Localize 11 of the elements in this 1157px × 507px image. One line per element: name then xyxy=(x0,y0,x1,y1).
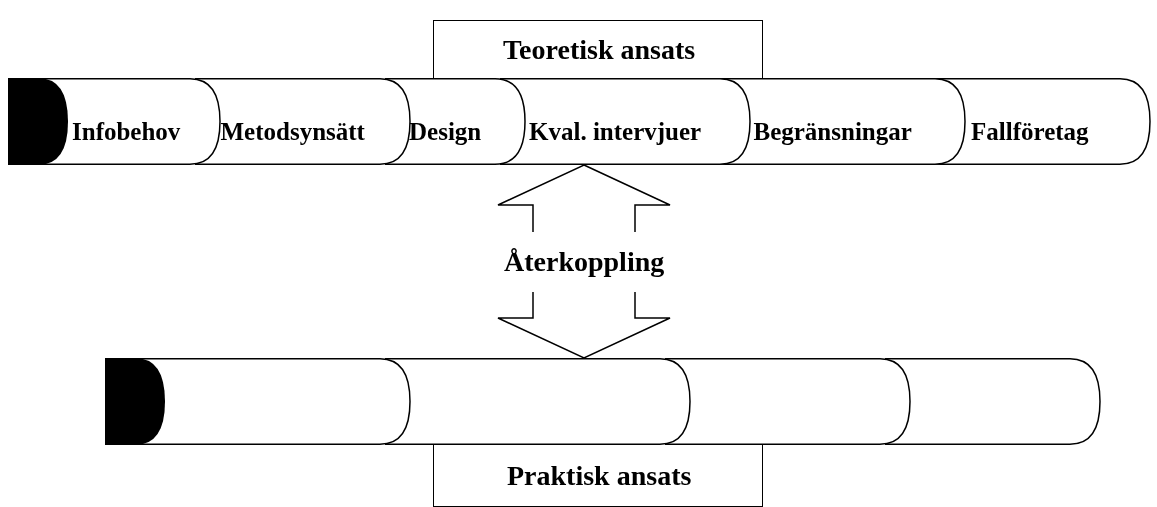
segment-label: Metodsynsätt xyxy=(220,119,365,144)
segment-label: Fallföretag xyxy=(971,119,1089,144)
segment-label: Design xyxy=(409,119,482,144)
segment-label: Kval. intervjuer xyxy=(529,119,702,144)
heading-tab xyxy=(433,445,763,507)
heading-text: Praktisk ansats xyxy=(507,462,692,490)
heading-text: Teoretisk ansats xyxy=(503,36,696,64)
heading-tab xyxy=(433,20,763,78)
segment-label: Begränsningar xyxy=(753,119,912,144)
segment-label: Infobehov xyxy=(72,119,181,144)
edge-label: Återkoppling xyxy=(502,231,667,292)
